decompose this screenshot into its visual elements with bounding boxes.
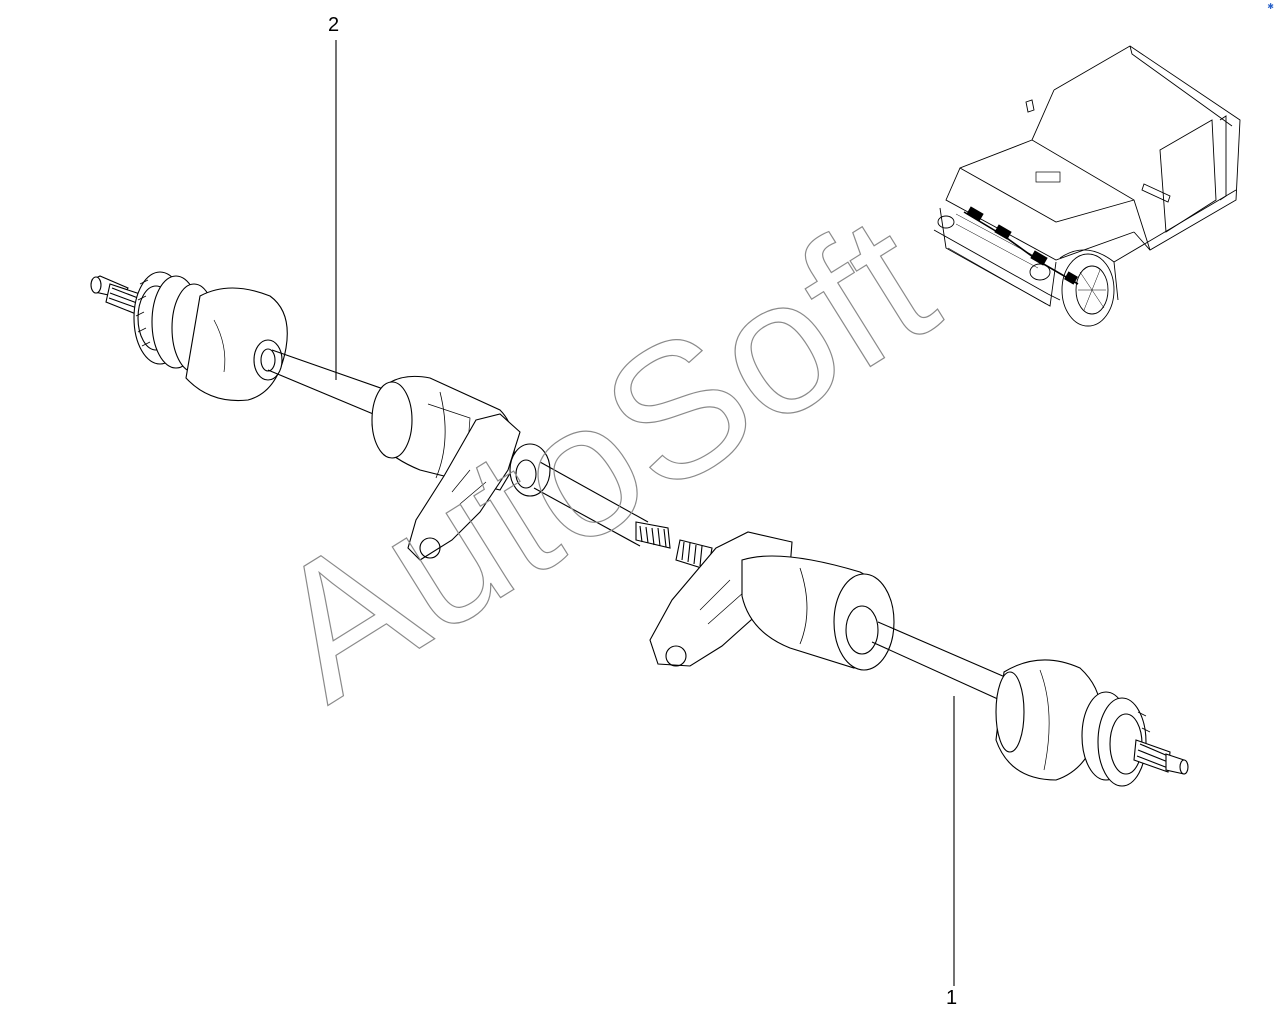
- intermediate-shaft-2: [533, 461, 649, 547]
- inner-boot-1: [741, 555, 895, 671]
- inner-spline-2: [635, 521, 671, 549]
- bearing-2: [509, 443, 551, 497]
- outer-stub-2: [90, 275, 141, 315]
- outer-boot-1: [995, 659, 1102, 781]
- corner-mark-icon: ✱: [1267, 2, 1274, 11]
- shaft-tube-1: [871, 621, 1013, 701]
- support-bracket-2: [407, 413, 521, 561]
- callout-label-2: 2: [328, 14, 340, 36]
- drive-shaft-2: [90, 271, 671, 561]
- drive-shaft-1: [649, 531, 1189, 787]
- vehicle-locator-inset: [933, 45, 1241, 327]
- outer-boot-2: [185, 287, 288, 402]
- callout-label-1: 1: [946, 987, 958, 1009]
- outer-cv-joint-1: [1081, 691, 1151, 787]
- shaft-tube-2: [267, 349, 393, 417]
- outer-stub-1: [1133, 739, 1189, 775]
